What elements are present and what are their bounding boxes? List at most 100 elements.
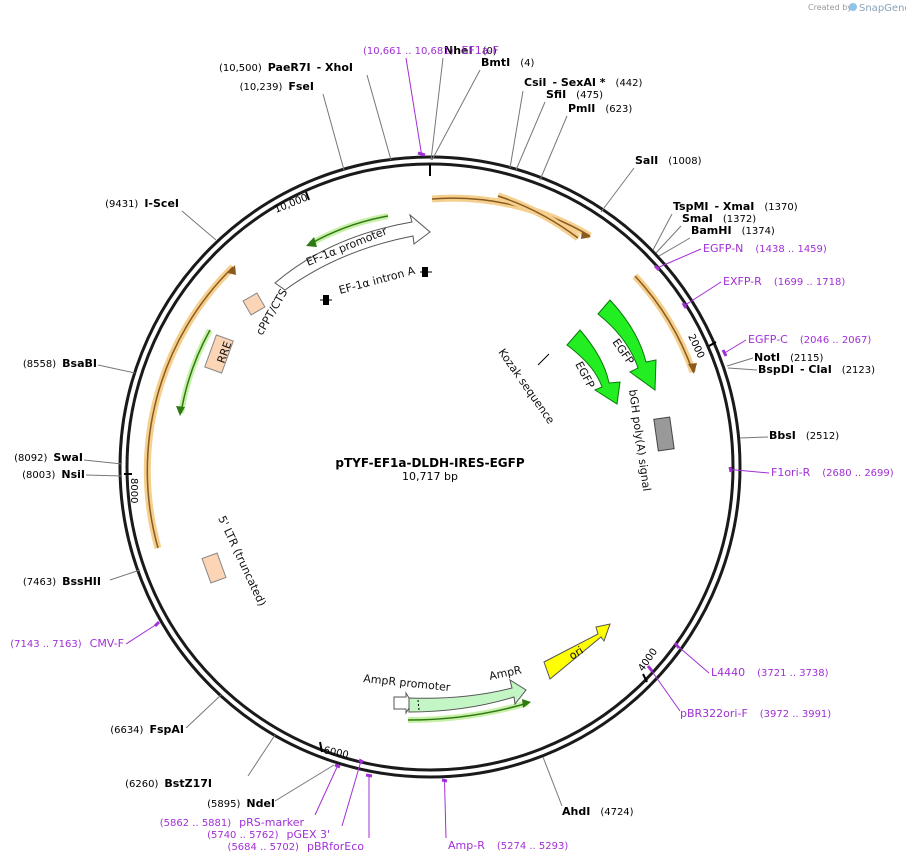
orf-arrowhead-left [228, 265, 236, 275]
primer-leader-line [724, 339, 747, 354]
orf-arc-left-highlight [143, 264, 236, 549]
site-label: (6634)FspAI [110, 723, 184, 736]
primer-label: F1ori-R(2680 .. 2699) [771, 466, 894, 479]
primer-label: (10,661 .. 10,681)EF1a-F [363, 44, 499, 57]
site-label: (10,500)PaeR7I- XhoI [219, 61, 353, 74]
site-leader-line [366, 74, 392, 161]
green-arc-top [309, 215, 389, 245]
primer-leader-line [125, 623, 158, 645]
primer-amp-r: Amp-R(5274 .. 5293) [441, 778, 568, 852]
site-leader-line [274, 764, 335, 802]
site-label: TspMI- XmaI(1370) [673, 200, 798, 213]
site-label: (8003)NsiI [22, 468, 85, 481]
site-pmli: PmlI(623) [539, 102, 632, 181]
site-bspdi: BspDI- ClaI(2123) [727, 363, 875, 376]
site-label: AhdI(4724) [562, 805, 634, 818]
primer-label: (5862 .. 5881)pRS-marker [160, 816, 305, 829]
orf-arrowhead-right [688, 363, 697, 374]
restriction-sites: NheI(0)BmtI(4)CsiI- SexAI *(442)SfiI(475… [14, 44, 875, 818]
cppt-feature [242, 292, 266, 316]
primer-leader-line [656, 248, 702, 269]
site-ndei: (5895)NdeI [207, 764, 335, 810]
ef1a-intron-label: EF-1α intron A [337, 264, 416, 297]
site-i-scei: (9431)I-SceI [105, 197, 217, 241]
site-label: CsiI- SexAI *(442) [524, 76, 643, 89]
site-noti: NotI(2115) [726, 351, 823, 367]
primer-leader-line [684, 281, 722, 306]
site-bsabi: (8558)BsaBI [23, 357, 136, 374]
orf-arcs [143, 192, 697, 549]
kozak-label: Kozak sequence [496, 346, 558, 426]
kozak-feature [537, 353, 550, 366]
site-leader-line [542, 756, 563, 807]
primer-label: (5740 .. 5762)pGEX 3' [207, 828, 330, 841]
site-paer7i: (10,500)PaeR7I- XhoI [219, 61, 392, 161]
site-label: (8092)SwaI [14, 451, 83, 464]
primer-cmv-f: (7143 .. 7163)CMV-F [10, 620, 161, 650]
tick-4000 [642, 673, 648, 683]
primer-pgex-3: (5740 .. 5762)pGEX 3' [207, 758, 364, 841]
site-leader-line [652, 213, 673, 251]
primer-pbr322ori-f: pBR322ori-F(3972 .. 3991) [646, 665, 831, 720]
orf-arc-right [634, 275, 694, 373]
site-label: SmaI(1372) [682, 212, 756, 225]
site-label: SfiI(475) [546, 88, 603, 101]
primer-label: EGFP-C(2046 .. 2067) [748, 333, 871, 346]
site-bmti: BmtI(4) [431, 56, 534, 161]
site-label: (5895)NdeI [207, 797, 275, 810]
snapgene-credit: Created by SnapGene [808, 3, 906, 14]
primer-label: L4440(3721 .. 3738) [711, 666, 829, 679]
ampr-start-marker [417, 699, 420, 711]
primer-exfp-r: EXFP-R(1699 .. 1718) [681, 275, 845, 309]
ori-feature [543, 623, 611, 680]
site-label: (9431)I-SceI [105, 197, 179, 210]
site-bsshii: (7463)BssHII [23, 569, 141, 588]
primer-label: EGFP-N(1438 .. 1459) [703, 242, 827, 255]
site-label: NotI(2115) [754, 351, 823, 364]
primer-l4440: L4440(3721 .. 3738) [673, 642, 829, 679]
site-leader-line [727, 367, 758, 371]
site-label: BspDI- ClaI(2123) [758, 363, 875, 376]
site-leader-line [97, 364, 136, 374]
green-arc-left-highlight [178, 328, 213, 414]
green-arrowhead-bottom [522, 699, 531, 708]
egfp-feature-outer [597, 299, 657, 391]
site-leader-line [739, 436, 769, 439]
primer-f1ori-r: F1ori-R(2680 .. 2699) [728, 466, 894, 479]
green-arcs [176, 213, 531, 723]
primer-label: (7143 .. 7163)CMV-F [10, 637, 124, 650]
site-leader-line [430, 57, 444, 161]
primer-pbrforeco: (5684 .. 5702)pBRforEco [228, 773, 373, 853]
site-leader-line [85, 474, 123, 477]
cppt-label: cPPT/CTS [253, 287, 290, 338]
primer-leader-line [649, 668, 681, 712]
ltr-label: 5' LTR (truncated) [215, 514, 268, 609]
site-label: (6260)BstZ17I [125, 777, 212, 790]
tick-6000 [319, 741, 323, 753]
egfp-feature-inner [566, 329, 621, 405]
ltr-feature [201, 552, 227, 584]
site-tspmi: TspMI- XmaI(1370) [652, 200, 798, 251]
site-ahdi: AhdI(4724) [542, 756, 634, 818]
tick-2000 [708, 341, 717, 347]
site-leader-line [515, 101, 546, 171]
primer-egfp-n: EGFP-N(1438 .. 1459) [653, 242, 827, 272]
site-leader-line [431, 69, 481, 161]
bgh-polya-feature [653, 416, 675, 452]
tick-10000 [305, 191, 310, 201]
site-smai: SmaI(1372) [655, 212, 756, 254]
primer-ef1a-f: (10,661 .. 10,681)EF1a-F [363, 44, 499, 157]
ampr-label: AmpR [488, 663, 523, 683]
primer-leader-line [314, 765, 338, 816]
orf-arrowhead-top-outer [581, 231, 591, 239]
site-leader-line [509, 90, 524, 169]
ef1a-promoter-feature [274, 213, 431, 291]
site-leader-line [600, 167, 635, 213]
primer-leader-line [341, 760, 362, 827]
site-leader-line [247, 734, 276, 777]
ef1a-promoter-label: EF-1α promoter [304, 224, 389, 268]
site-sali: SalI(1008) [600, 154, 702, 213]
site-leader-line [181, 210, 217, 241]
orf-arc-left [146, 266, 234, 549]
site-label: BmtI(4) [481, 56, 534, 69]
